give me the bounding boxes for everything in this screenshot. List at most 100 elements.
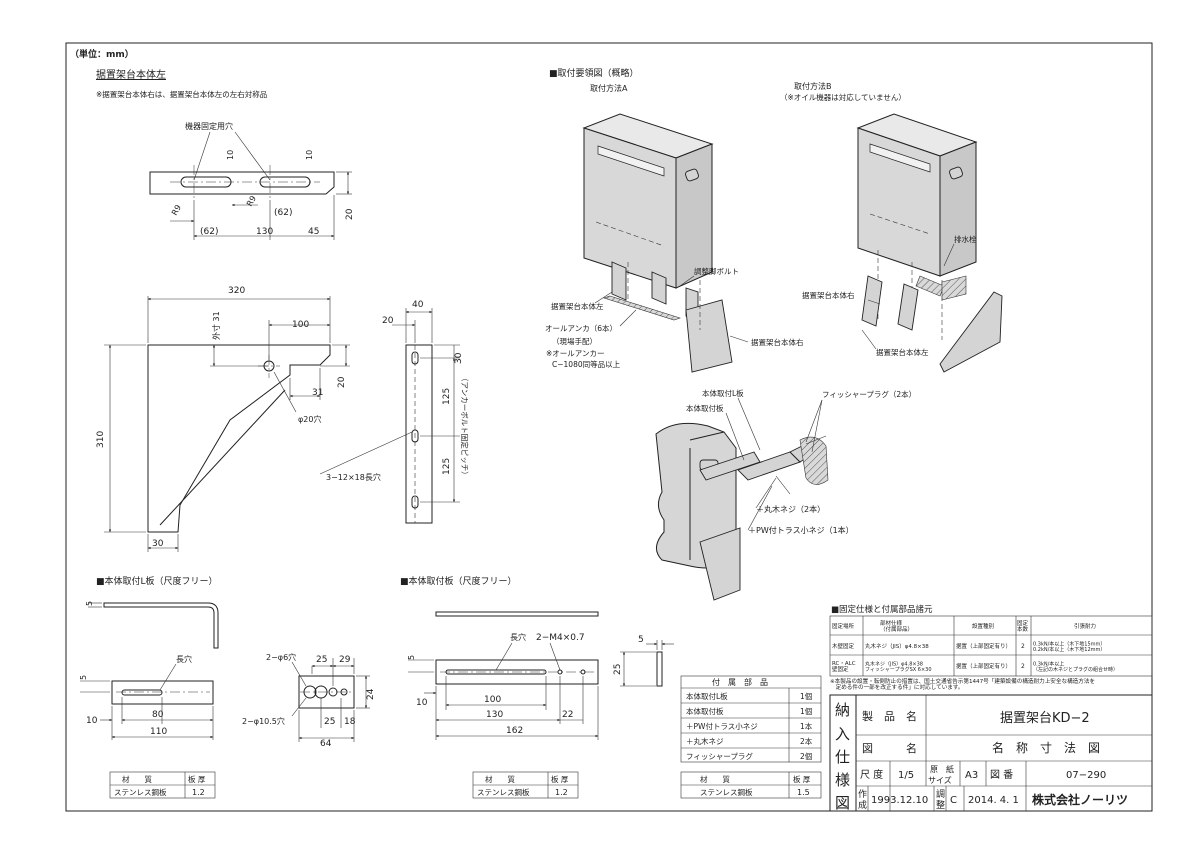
tb-made-label-1: 作: [858, 788, 867, 800]
adjust-bolt-label: 調整脚ボルト: [694, 266, 739, 276]
fisher-label: フィッシャープラグ（2本）: [822, 389, 916, 399]
anchor-local-label: （現場手配）: [552, 336, 597, 346]
method-b-note: （※オイル機器は対応していません）: [780, 92, 906, 102]
stand-top-plate: [149, 171, 335, 195]
dim-64: 64: [320, 739, 332, 749]
tb-paper: A3: [965, 770, 978, 781]
spec-r0-part: 丸木ネジ（JIS）φ4.8×38: [865, 642, 929, 650]
acc-qty-3: 2本: [800, 736, 813, 746]
tb-drawing-name: 名 称 寸 法 図: [992, 740, 1100, 755]
dim-25-l2: 25: [324, 717, 335, 727]
anchor-note-1: ※オールアンカー: [546, 349, 604, 358]
tb-adj-date: 2014. 4. 1: [968, 795, 1019, 806]
plate-end: [656, 651, 663, 687]
dim-130-plate: 130: [486, 710, 503, 720]
spec-h-place: 固定場所: [832, 622, 855, 630]
tb-drawing-label: 図 名: [862, 741, 917, 755]
drain-label: 排水栓: [954, 234, 977, 244]
dim-18: 18: [344, 717, 356, 727]
spec-h-type: 設置種別: [972, 622, 994, 630]
end-plate: [405, 344, 433, 524]
dim-100: 100: [292, 320, 309, 330]
plate-thk-value: 1.2: [555, 788, 568, 797]
acc-qty-2: 1本: [800, 721, 813, 731]
tb-number: 07−290: [1066, 770, 1106, 781]
dim-62-a: (62): [200, 227, 218, 237]
dim-5-l2: 5: [79, 675, 88, 680]
dim-30-side: 30: [152, 539, 164, 549]
stand-body-section: 据置架台本体左 ※据置架台本体右は、据置架台本体左の左右対称品 機器固定用穴 R…: [96, 68, 355, 240]
spec-r0-strength: 0.3kN/本以上（木下地15mm）0.2kN/本以上（木下地12mm）: [1033, 640, 1105, 653]
dim-100-plate: 100: [484, 695, 501, 705]
acc-thk-header: 板 厚: [793, 774, 811, 784]
spec-r1-type: 据置（上部固定有り）: [956, 662, 1011, 670]
dim-5-plate: 5: [407, 655, 416, 660]
l-plate-face: [111, 680, 214, 705]
dim-125-b: 125: [442, 458, 452, 475]
end-slot-2: [411, 429, 419, 443]
method-a-label: 取付方法A: [590, 83, 628, 93]
dim-outer31: 外寸 31: [211, 311, 221, 340]
dim-110: 110: [150, 727, 167, 737]
tb-number-label: 図 番: [990, 769, 1013, 781]
l-plate-end: [298, 675, 355, 709]
acc-item-3: ＋丸木ネジ: [686, 736, 724, 746]
dim-r9-b: R9: [245, 194, 258, 208]
phi20-label: φ20穴: [298, 414, 321, 424]
acc-qty-4: 2個: [800, 751, 812, 761]
acc-qty-0: 1個: [800, 691, 812, 701]
stand-right-a-label: 据置架台本体右: [751, 337, 804, 347]
truss-screw-label: ＋PW付トラス小ネジ（1本）: [748, 525, 854, 535]
plate-outline-label: 本体取付板: [686, 403, 724, 413]
dim-25-plate: 25: [613, 664, 623, 675]
spec-r1-strength: 0.3kN/本以上（左記の木ネジとプラグの組合せ時）: [1033, 660, 1118, 673]
fix-spec-table: ■固定仕様と付属部品諸元 固定場所 部材仕様（付属部品） 設置種別 固定本数 引…: [829, 604, 1153, 691]
dim-310: 310: [96, 431, 106, 448]
end-slot-1: [411, 351, 419, 365]
tb-scale-label: 尺 度: [860, 768, 883, 781]
m4-label: 2−M4×0.7: [536, 633, 585, 643]
l-slot-label: 長穴: [176, 654, 192, 664]
title-block: 納 入 仕 様 図 製 品 名 据置架台KD−2 図 名 名 称 寸 法 図 尺…: [829, 694, 1153, 812]
spec-h-count: 固定本数: [1017, 619, 1029, 633]
dim-10-b: 10: [305, 150, 314, 160]
acc-thk-value: 1.5: [797, 788, 810, 797]
plate-mat-header: 材 質: [485, 774, 515, 784]
l-plate-section: ■本体取付L板（尺度フリー） 5 長穴 5 10 80 110 2−φ6穴 2−…: [79, 575, 376, 799]
tb-made-date: 1993.12.10: [871, 795, 928, 806]
stand-right-b-label: 据置架台本体右: [802, 290, 855, 300]
dim-25-l: 25: [316, 655, 327, 665]
hole-10-5-label: 2−φ10.5穴: [242, 716, 285, 726]
plate-side: [435, 611, 599, 617]
anchor-label: オールアンカ（6本）: [545, 323, 617, 333]
tb-product-name: 据置架台KD−2: [1000, 711, 1090, 726]
plate-face: [435, 659, 599, 685]
tb-paper-label-2: サイズ: [928, 775, 952, 785]
l-mat-value: ステンレス鋼板: [114, 787, 167, 797]
plate-slot-label: 長穴: [510, 632, 526, 642]
tb-made-label-2: 成: [858, 799, 867, 811]
tb-char-1: 入: [835, 725, 850, 743]
tb-adj-rev: C: [950, 795, 957, 806]
acc-item-1: 本体取付板: [686, 706, 724, 716]
tb-company: 株式会社ノーリツ: [1032, 792, 1128, 807]
stand-body-title: 据置架台本体左: [96, 68, 166, 81]
plate-mat-value: ステンレス鋼板: [477, 787, 530, 797]
water-heater-a: [582, 113, 733, 373]
outline-title: ■取付要領図（概略）: [549, 67, 639, 79]
dim-10-a: 10: [226, 150, 235, 160]
stand-left-a-label: 据置架台本体左: [551, 301, 604, 311]
dim-5-l: 5: [85, 601, 94, 606]
dim-22: 22: [562, 710, 573, 720]
side-plate: [147, 344, 331, 533]
spec-r0-place: 木壁固定: [832, 642, 855, 650]
l-plate-title: ■本体取付L板（尺度フリー）: [96, 575, 218, 587]
spec-r1-count: 2: [1021, 663, 1025, 670]
anchor-note-2: C−1080同等品以上: [552, 359, 621, 369]
method-b-label: 取付方法B: [794, 81, 832, 91]
wall-mount-detail: [655, 422, 829, 601]
spec-note: ※本製品の設置・転倒防止の措置は、国土交通省告示第1447号「建築設備の構造耐力…: [830, 677, 1095, 691]
acc-mat-header: 材 質: [700, 774, 730, 784]
